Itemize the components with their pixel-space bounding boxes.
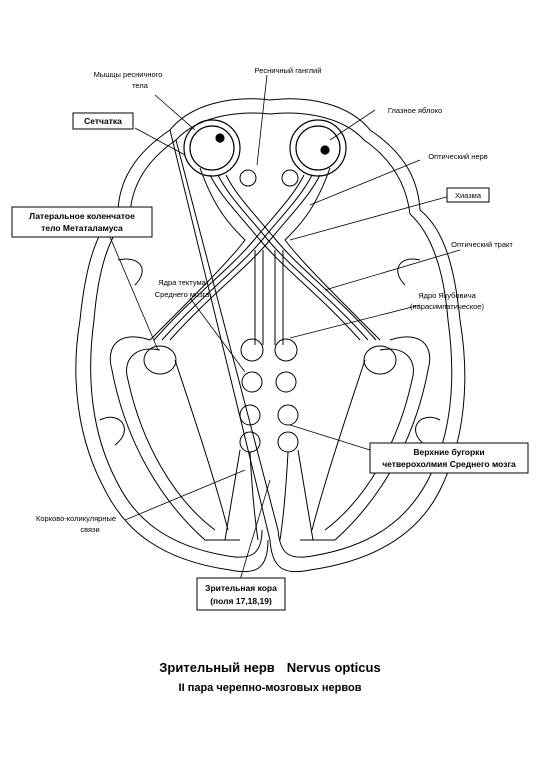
visual-cortex-box	[196, 577, 286, 611]
label-eyeball: Глазное яблоко	[388, 106, 442, 115]
label-lgn-2: тело Метаталамуса	[41, 223, 123, 233]
leader-lines	[109, 74, 461, 581]
tectal-nuclei	[240, 338, 298, 393]
ciliary-ganglion	[239, 169, 299, 187]
chiasm-box	[446, 187, 490, 203]
optic-pathway	[149, 167, 381, 345]
label-optic-tract: Оптический тракт	[451, 240, 513, 249]
label-yakubovich-2: (парасимпатическое)	[410, 302, 484, 311]
eyeball-right	[289, 119, 347, 177]
caption-title-ru: Зрительный нерв	[159, 660, 275, 675]
lateral-geniculate-body	[143, 345, 397, 375]
eyeball-left	[183, 119, 241, 177]
caption-title-lat: Nervus opticus	[286, 660, 381, 675]
colliculi-box	[369, 442, 529, 474]
superior-colliculi	[239, 404, 299, 453]
label-colliculi-2: четверохолмия Среднего мозга	[382, 459, 516, 469]
label-cortico-2: связи	[80, 525, 99, 534]
label-chiasm: Хиазма	[455, 191, 482, 200]
label-optic-nerve: Оптический нерв	[428, 152, 488, 161]
label-visual-cortex-2: (поля 17,18,19)	[210, 596, 272, 606]
caption-subtitle: II пара черепно-мозговых нервов	[178, 682, 362, 694]
label-ciliary-muscles: Мышцы ресничного	[94, 70, 163, 79]
label-retina: Сетчатка	[84, 116, 122, 126]
caption-title: Зрительный нерв Nervus opticus	[0, 660, 540, 675]
label-tectum-1: Ядра тектума	[158, 278, 206, 287]
label-colliculi-1: Верхние бугорки	[413, 447, 484, 457]
label-visual-cortex-1: Зрительная кора	[205, 583, 277, 593]
label-tectum-2: Среднего мозга	[155, 290, 210, 299]
retina-box	[72, 112, 134, 130]
optic-radiation	[109, 336, 431, 541]
label-ciliary-ganglion: Ресничный ганглий	[255, 66, 322, 75]
lgn-box	[11, 206, 153, 238]
label-yakubovich-1: Ядро Якубовича	[418, 291, 476, 300]
label-lgn-1: Латеральное коленчатое	[29, 211, 135, 221]
label-cortico-1: Корково-коликулярные	[36, 514, 116, 523]
visual-pathway-diagram: Мышцы ресничного тела Ресничный ганглий …	[11, 66, 529, 611]
brain-outline	[75, 98, 466, 573]
label-ciliary-muscles-2: тела	[132, 81, 149, 90]
